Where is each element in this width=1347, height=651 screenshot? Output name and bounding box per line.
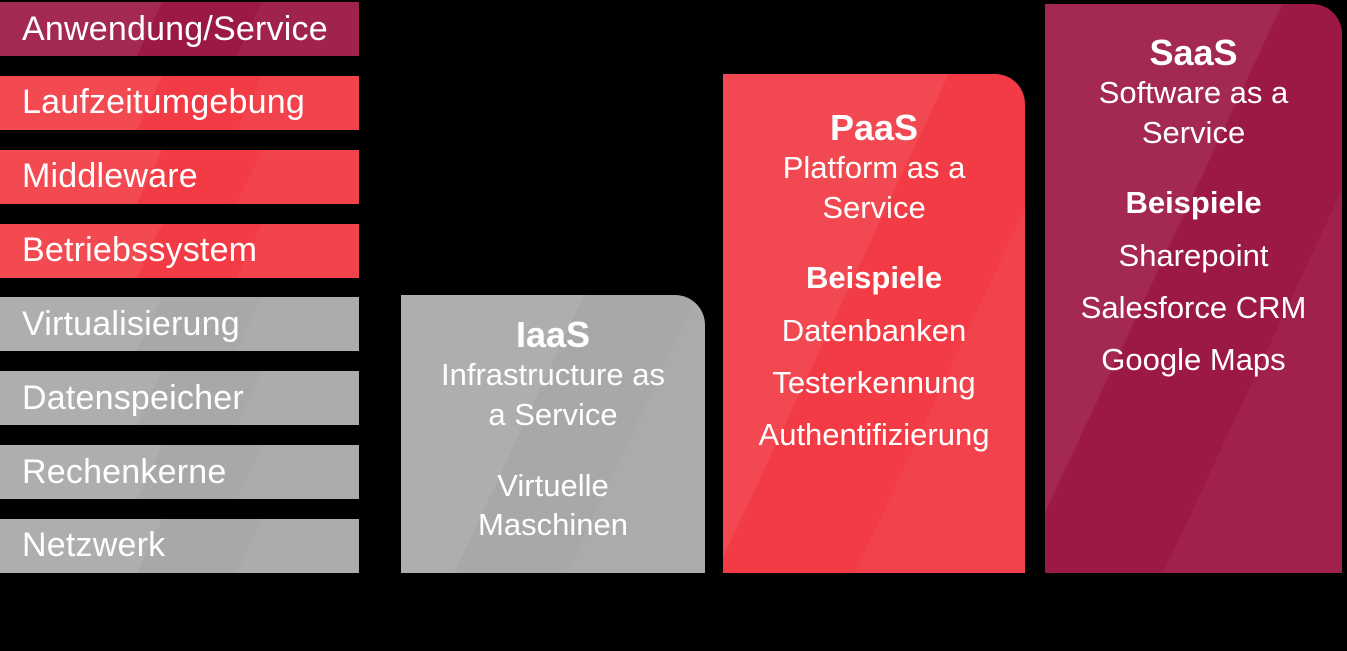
- saas-box: SaaS Software as a Service Beispiele Sha…: [1045, 4, 1342, 573]
- layer-bar-betriebssystem: Betriebssystem: [0, 223, 359, 278]
- paas-example-item: Authentifizierung: [758, 417, 990, 452]
- saas-example-item: Salesforce CRM: [1080, 290, 1307, 325]
- iaas-subtitle: Infrastructure as a Service: [441, 357, 665, 432]
- layer-bar-datenspeicher: Datenspeicher: [0, 371, 359, 426]
- layer-bar-anwendung-service: Anwendung/Service: [0, 2, 359, 56]
- layer-bar-netzwerk: Netzwerk: [0, 518, 359, 573]
- layer-bar-laufzeitumgebung: Laufzeitumgebung: [0, 75, 359, 130]
- saas-example-item: Google Maps: [1101, 342, 1286, 377]
- paas-box: PaaS Platform as a Service Beispiele Dat…: [723, 74, 1025, 573]
- layer-bar-middleware: Middleware: [0, 149, 359, 204]
- layer-label: Anwendung/Service: [22, 9, 328, 48]
- layer-label: Datenspeicher: [22, 378, 244, 417]
- layer-label: Laufzeitumgebung: [22, 83, 305, 122]
- paas-subtitle: Platform as a Service: [782, 150, 966, 225]
- paas-title: PaaS: [829, 107, 919, 148]
- paas-example-item: Datenbanken: [781, 313, 967, 348]
- saas-example-item: Sharepoint: [1118, 238, 1269, 273]
- layer-label: Netzwerk: [22, 526, 166, 565]
- saas-subtitle: Software as a Service: [1098, 75, 1289, 150]
- iaas-box: IaaS Infrastructure as a Service Virtuel…: [401, 295, 705, 573]
- saas-title: SaaS: [1149, 32, 1238, 73]
- layer-label: Rechenkerne: [22, 452, 227, 491]
- paas-example-item: Testerkennung: [772, 365, 976, 400]
- layer-label: Virtualisierung: [22, 304, 240, 343]
- layer-bar-virtualisierung: Virtualisierung: [0, 297, 359, 352]
- infrastructure-layer-stack: Anwendung/Service Laufzeitumgebung Middl…: [0, 2, 359, 573]
- layer-label: Betriebssystem: [22, 231, 258, 270]
- paas-examples-heading: Beispiele: [805, 260, 943, 295]
- saas-examples-heading: Beispiele: [1125, 185, 1262, 220]
- layer-bar-rechenkerne: Rechenkerne: [0, 445, 359, 500]
- layer-label: Middleware: [22, 157, 198, 196]
- iaas-title: IaaS: [515, 314, 591, 355]
- iaas-example-item: Virtuelle Maschinen: [478, 468, 628, 542]
